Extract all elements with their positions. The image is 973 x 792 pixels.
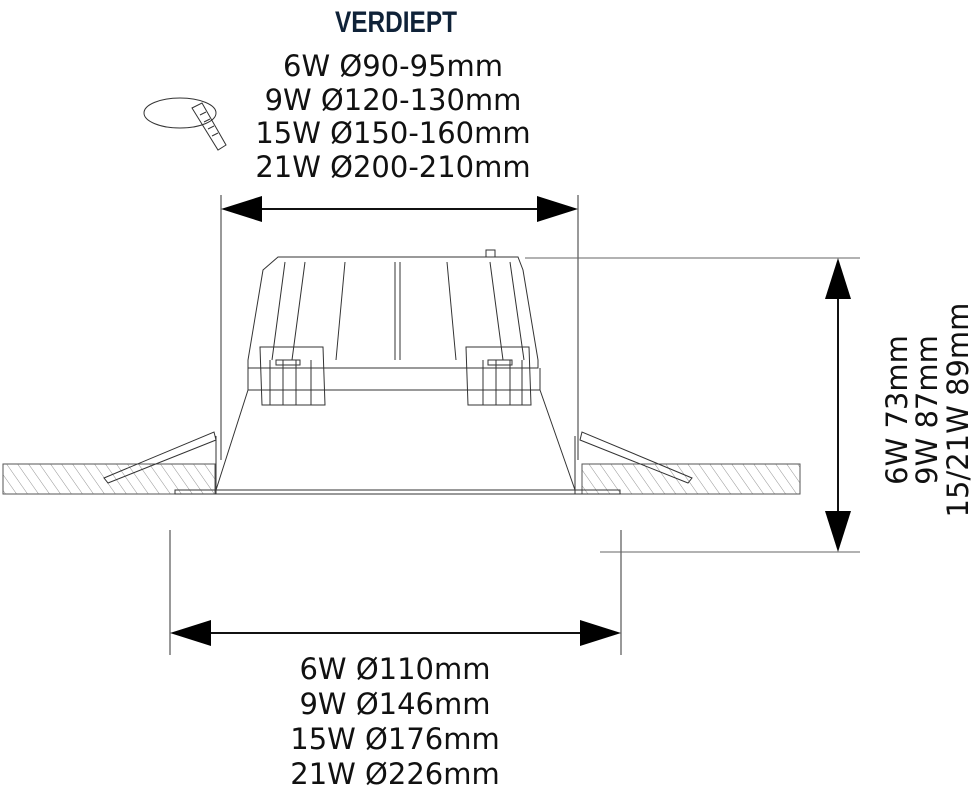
outer-6w: 6W Ø110mm xyxy=(299,652,490,686)
outer-21w: 21W Ø226mm xyxy=(290,757,499,791)
outer-dimension-arrow xyxy=(169,530,622,655)
cutout-6w: 6W Ø90-95mm xyxy=(283,49,503,83)
diagram-title: VERDIEPT xyxy=(335,6,457,39)
spring-clip-icon xyxy=(143,97,227,151)
height-6w: 6W 73mm xyxy=(880,335,914,485)
ceiling-section xyxy=(2,463,801,495)
height-labels: 6W 73mm 9W 87mm 15/21W 89mm xyxy=(880,303,973,518)
cutout-21w: 21W Ø200-210mm xyxy=(255,150,530,184)
height-15-21w: 15/21W 89mm xyxy=(941,303,973,518)
cutout-9w: 9W Ø120-130mm xyxy=(265,83,522,117)
outer-9w: 9W Ø146mm xyxy=(299,687,490,721)
height-9w: 9W 87mm xyxy=(910,335,944,485)
cutout-15w: 15W Ø150-160mm xyxy=(255,116,530,150)
height-dimension-arrow xyxy=(600,258,860,553)
outer-diameter-labels: 6W Ø110mm 9W Ø146mm 15W Ø176mm 21W Ø226m… xyxy=(290,652,499,791)
outer-15w: 15W Ø176mm xyxy=(290,722,499,756)
cutout-diameter-labels: 6W Ø90-95mm 9W Ø120-130mm 15W Ø150-160mm… xyxy=(255,49,530,184)
cutout-dimension-arrow xyxy=(220,195,579,460)
downlight-body xyxy=(103,249,860,495)
